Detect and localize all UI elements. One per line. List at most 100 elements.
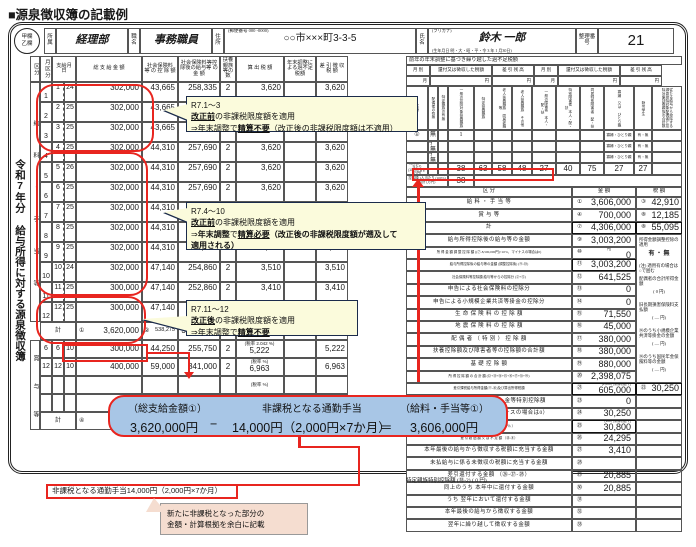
carryover-unit-3: 月 [534, 76, 558, 86]
bonus-month: 6 [52, 340, 64, 358]
main-table-col-header-9: 差 引 徴 収 税 額 [316, 56, 348, 82]
row-gross-amount: 300,000 [76, 282, 142, 302]
bonus-rate-note: (税率 2.042 %) [244, 341, 275, 347]
nencho-amount-19: 24,295 [586, 432, 636, 445]
fuyo-row-0-c5 [492, 130, 512, 141]
callout3-line2-a: 改正後 [191, 316, 215, 326]
main-table-col-header-8: 年末調整による過不足税額 [284, 56, 316, 82]
callout3-line2: 改正後の非課税限度額を適用 [191, 315, 353, 326]
row-yearend-adjust [284, 282, 316, 302]
fuyo-row-1-c7 [532, 141, 556, 152]
row-pay-month: 8 [52, 222, 64, 242]
fuyo-row-1-c6 [512, 141, 532, 152]
callout2-line3-d: 精算必要 [237, 229, 270, 239]
side-note-7: ⑭のうち小規模企業共済等掛金の金額 [639, 328, 679, 339]
nencho-mark-2: ⑦ [572, 221, 586, 235]
section-label-kyuyo: 給 料 ・ 手 当 等 [30, 82, 40, 322]
nencho-label-2: 計 [406, 221, 572, 235]
row-month-index: 11 [40, 282, 52, 302]
calc-label-gross: （総支給金額①） [128, 404, 207, 415]
birth-row: (生年月日 明・大・昭・平・令 3 年 1 月30日) [430, 47, 574, 53]
nencho-mark-16: ㉓ [572, 395, 586, 408]
nencho-amount-26 [586, 519, 636, 532]
nencho-amount-value-3: 3,003,200 [590, 234, 631, 245]
fuyo-header-2: 特定親族の有無 [438, 86, 448, 130]
fuyo-row-1-c0 [406, 141, 428, 152]
side-notes-box [636, 234, 682, 383]
nencho-amount-sub-18: (100円未満切捨て) [604, 420, 631, 423]
fuyo-amount-c12 [652, 163, 682, 175]
nencho-mark-25: ㉜ [572, 507, 586, 520]
side-note-5: 旧長期損害保険料支払額 [639, 302, 679, 313]
bonus-withheld [316, 376, 348, 394]
bonus-rate-note: (税率 %) [250, 381, 269, 387]
row-month-index: 7 [40, 202, 52, 222]
bonus-after [178, 376, 220, 394]
calc-label-result: （給料・手当等①） [400, 404, 489, 415]
nencho-amount-25 [586, 507, 636, 520]
kou-otsu-badge: 甲欄 乙欄 [14, 28, 40, 54]
row-pay-month: 11 [52, 282, 64, 302]
nencho-amount-13: 880,000 [586, 358, 636, 371]
fuyo-row-0-c4 [474, 130, 492, 141]
row-pay-day: 25 [64, 242, 76, 262]
callout1-line3-a: ⇒年末調整で [191, 123, 238, 133]
carryover-unit-0: 月 [406, 76, 430, 86]
nencho-amount-1: 700,000 [586, 209, 636, 222]
birth-label: (生年月日 明・大・昭・平・令 [432, 47, 487, 53]
nencho-amount-value-2: 4,306,000 [590, 222, 631, 233]
fuyo-row-0-c1: 無 [428, 130, 438, 141]
main-table-col-header-3: 総 支 給 金 額 [76, 56, 142, 82]
callout2-line3: ⇒年末調整で精算必要（改正後の非課税限度額が遡及して [191, 229, 421, 240]
shokumei-value: 事務職員 [140, 28, 212, 54]
nencho-amount-value-0: 3,606,000 [590, 197, 631, 208]
nencho-label-10: 地 震 保 険 料 の 控 除 額 [406, 321, 572, 334]
bonus-adj [284, 358, 316, 376]
nencho-label-14: 所 得 控 除 額 の 合 計 額 (⑫+⑬+⑭+⑮+⑯+⑰+⑱+⑲) [406, 370, 572, 383]
row-pay-day: 25 [64, 202, 76, 222]
fuyo-row-1-c8 [556, 141, 580, 152]
row-month-index: 4 [40, 142, 52, 162]
red-note-line-3 [300, 446, 360, 448]
row-gross-amount: 302,000 [76, 122, 142, 142]
row-pay-month: 3 [52, 122, 64, 142]
row-social-insurance: 44,310 [142, 142, 178, 162]
bonus-social: 44,250 [142, 340, 178, 358]
fuyo-row-2-c1: 有・無 [428, 152, 438, 163]
row-pay-day: 24 [64, 82, 76, 102]
calc-value-gross: 3,620,000円 [130, 421, 199, 435]
bonus-kubun [40, 376, 52, 394]
nencho-amount-value-11: 380,000 [598, 333, 631, 344]
row-after-deduction: 252,860 [178, 282, 220, 302]
nencho-label-13: 基 礎 控 除 額 [406, 358, 572, 371]
fuyo-row-2-c0 [406, 152, 428, 163]
nencho-label-12: 扶養控除額及び障害者等の控除額の合計額 [406, 345, 572, 359]
row-pay-day: 24 [64, 262, 76, 282]
row-pay-month: 7 [52, 202, 64, 222]
fuyo-row-1-c5 [492, 141, 512, 152]
nencho-amount-value-10: 45,000 [603, 321, 631, 332]
row-dependents: 2 [220, 282, 236, 302]
fuyo-total-value: 38 [448, 175, 474, 187]
callout-r7-11-12: R7.11〜12 改正後の非課税限度額を適用 ⇒年末調整で精算不要 [186, 300, 358, 337]
section-label-shoyo: 賞 与 等 [30, 340, 40, 430]
fuyo-amount-c1 [428, 163, 438, 175]
row-social-insurance: 47,140 [142, 262, 178, 282]
carryover-col-1: 還付又は徴収した税額 [430, 65, 492, 76]
nencho-amount-11: 380,000 [586, 333, 636, 346]
nencho-amount-value-18: 30,800 [603, 422, 631, 433]
fuyo-row-0-c7 [532, 130, 556, 141]
nencho-amount-10: 45,000 [586, 321, 636, 334]
row-month-index: 8 [40, 222, 52, 242]
red-connector-2 [188, 352, 190, 376]
fuyo-header-11: 勤労学生 [634, 86, 652, 130]
nencho-amount-9: 71,550 [586, 308, 636, 321]
nencho-mark-23: ㉚ [572, 482, 586, 495]
row-calculated-tax: 3,620 [236, 142, 284, 162]
callout1-line2-b: の非課税限度額を適用 [215, 112, 295, 122]
bonus-calculated-tax: (税率 %) [236, 376, 284, 394]
callout2-line2-b: の非課税限度額を適用 [215, 218, 295, 228]
fuyo-row-0-c2 [438, 130, 448, 141]
bonus-kubun [40, 394, 52, 412]
